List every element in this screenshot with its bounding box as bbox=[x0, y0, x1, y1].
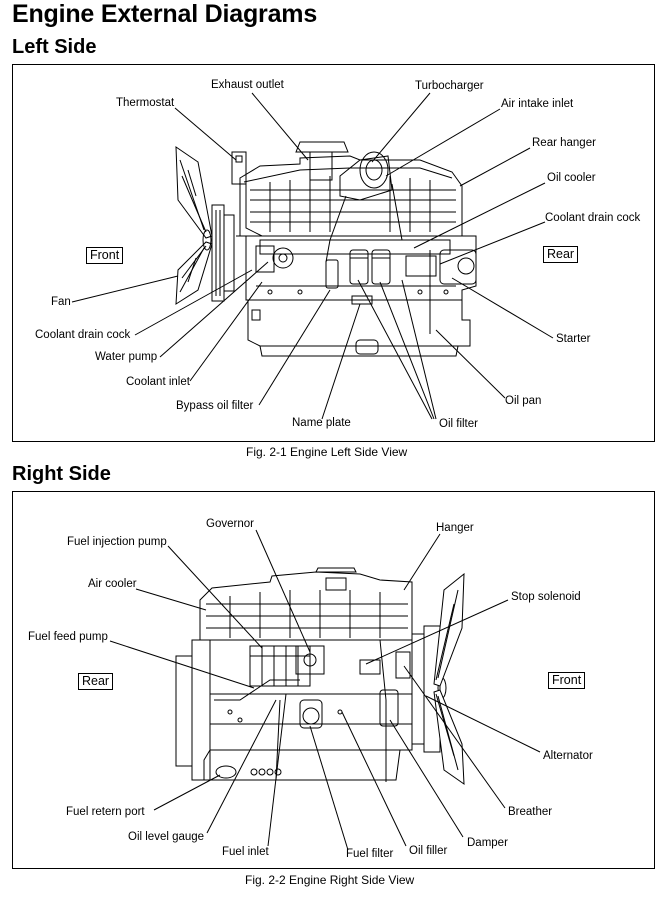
label-exhaust-outlet: Exhaust outlet bbox=[211, 79, 284, 91]
label-oil-pan: Oil pan bbox=[505, 395, 542, 407]
label-water-pump: Water pump bbox=[95, 351, 158, 363]
label-air-cooler: Air cooler bbox=[88, 578, 137, 590]
label-rear-hanger: Rear hanger bbox=[532, 137, 596, 149]
right-side-frame bbox=[12, 491, 655, 869]
right-side-caption: Fig. 2-2 Engine Right Side View bbox=[245, 873, 415, 887]
label-starter: Starter bbox=[556, 333, 591, 345]
left-fan-drawing bbox=[175, 146, 235, 305]
label-name-plate: Name plate bbox=[292, 417, 351, 429]
label-oil-level-gauge: Oil level gauge bbox=[128, 831, 205, 843]
label-oil-filler: Oil filler bbox=[409, 845, 448, 857]
left-leader-lines bbox=[71, 92, 554, 420]
left-rear-label: Rear bbox=[543, 246, 579, 263]
label-alternator: Alternator bbox=[543, 750, 593, 762]
right-side-heading: Right Side bbox=[12, 463, 111, 485]
left-engine-body bbox=[231, 141, 477, 357]
right-fan-drawing bbox=[411, 572, 465, 785]
label-turbocharger: Turbocharger bbox=[415, 80, 484, 92]
left-front-label: Front bbox=[86, 247, 124, 264]
label-damper: Damper bbox=[467, 837, 508, 849]
label-bypass-oil-filter: Bypass oil filter bbox=[176, 400, 254, 412]
label-coolant-drain-cock-rear: Coolant drain cock bbox=[545, 212, 641, 224]
label-breather: Breather bbox=[508, 806, 553, 818]
label-air-intake-inlet: Air intake inlet bbox=[501, 98, 574, 110]
left-side-frame bbox=[12, 64, 655, 442]
label-oil-filter: Oil filter bbox=[439, 418, 478, 430]
right-rear-label: Rear bbox=[78, 673, 114, 690]
label-fuel-inlet: Fuel inlet bbox=[222, 846, 269, 858]
label-hanger: Hanger bbox=[436, 522, 474, 534]
label-stop-solenoid: Stop solenoid bbox=[511, 591, 581, 603]
right-engine-body bbox=[175, 567, 413, 782]
label-fuel-filter: Fuel filter bbox=[346, 848, 394, 860]
label-fan: Fan bbox=[51, 296, 71, 308]
label-fuel-retern-port: Fuel retern port bbox=[66, 806, 145, 818]
label-fuel-feed-pump: Fuel feed pump bbox=[28, 631, 108, 643]
label-fuel-injection-pump: Fuel injection pump bbox=[67, 536, 167, 548]
left-side-caption: Fig. 2-1 Engine Left Side View bbox=[246, 445, 408, 459]
label-thermostat: Thermostat bbox=[116, 97, 175, 109]
right-leader-lines bbox=[109, 529, 541, 851]
left-side-heading: Left Side bbox=[12, 36, 97, 58]
label-governor: Governor bbox=[206, 518, 254, 530]
right-front-label: Front bbox=[548, 672, 586, 689]
label-coolant-inlet: Coolant inlet bbox=[126, 376, 190, 388]
page-title: Engine External Diagrams bbox=[12, 0, 318, 28]
label-coolant-drain-cock: Coolant drain cock bbox=[35, 329, 131, 341]
label-oil-cooler: Oil cooler bbox=[547, 172, 596, 184]
